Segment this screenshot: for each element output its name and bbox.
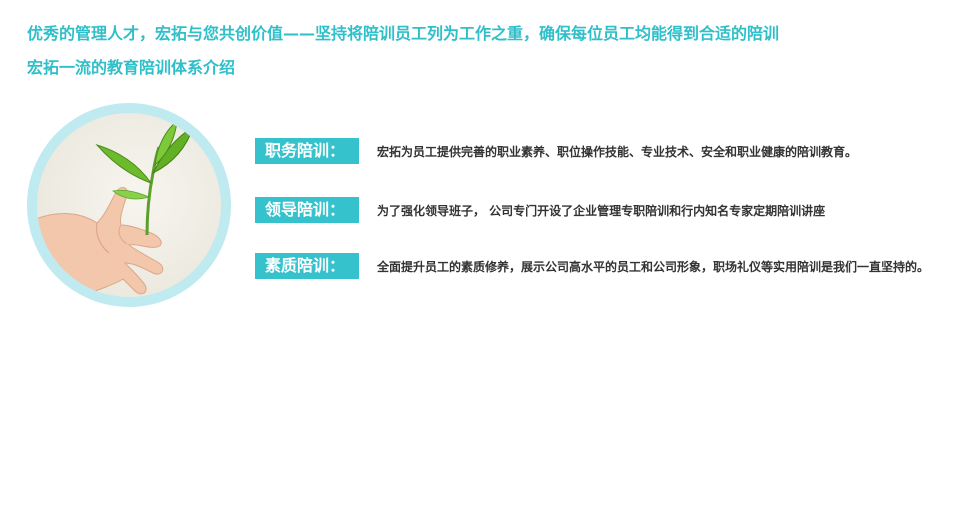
intro-subheadline: 宏拓一流的教育陪训体系介绍 [27,58,236,77]
training-tag-leadership: 领导陪训： [255,197,359,223]
training-item-quality: 素质陪训： 全面提升员工的素质修养，展示公司高水平的员工和公司形象，职场礼仪等实… [255,253,929,279]
hand-with-sprout-icon [37,113,221,297]
intro-headline: 优秀的管理人才，宏拓与您共创价值——坚持将陪训员工列为工作之重，确保每位员工均能… [27,24,780,43]
training-item-leadership: 领导陪训： 为了强化领导班子， 公司专门开设了企业管理专职陪训和行内知名专家定期… [255,197,825,223]
training-tag-quality: 素质陪训： [255,253,359,279]
photo-frame [27,103,231,307]
training-tag-job: 职务陪训： [255,138,359,164]
training-item-job: 职务陪训： 宏拓为员工提供完善的职业素养、职位操作技能、专业技术、安全和职业健康… [255,138,857,164]
training-desc-job: 宏拓为员工提供完善的职业素养、职位操作技能、专业技术、安全和职业健康的陪训教育。 [377,144,858,159]
training-desc-quality: 全面提升员工的素质修养，展示公司高水平的员工和公司形象，职场礼仪等实用陪训是我们… [377,259,930,274]
training-desc-leadership: 为了强化领导班子， 公司专门开设了企业管理专职陪训和行内知名专家定期陪训讲座 [377,203,826,218]
